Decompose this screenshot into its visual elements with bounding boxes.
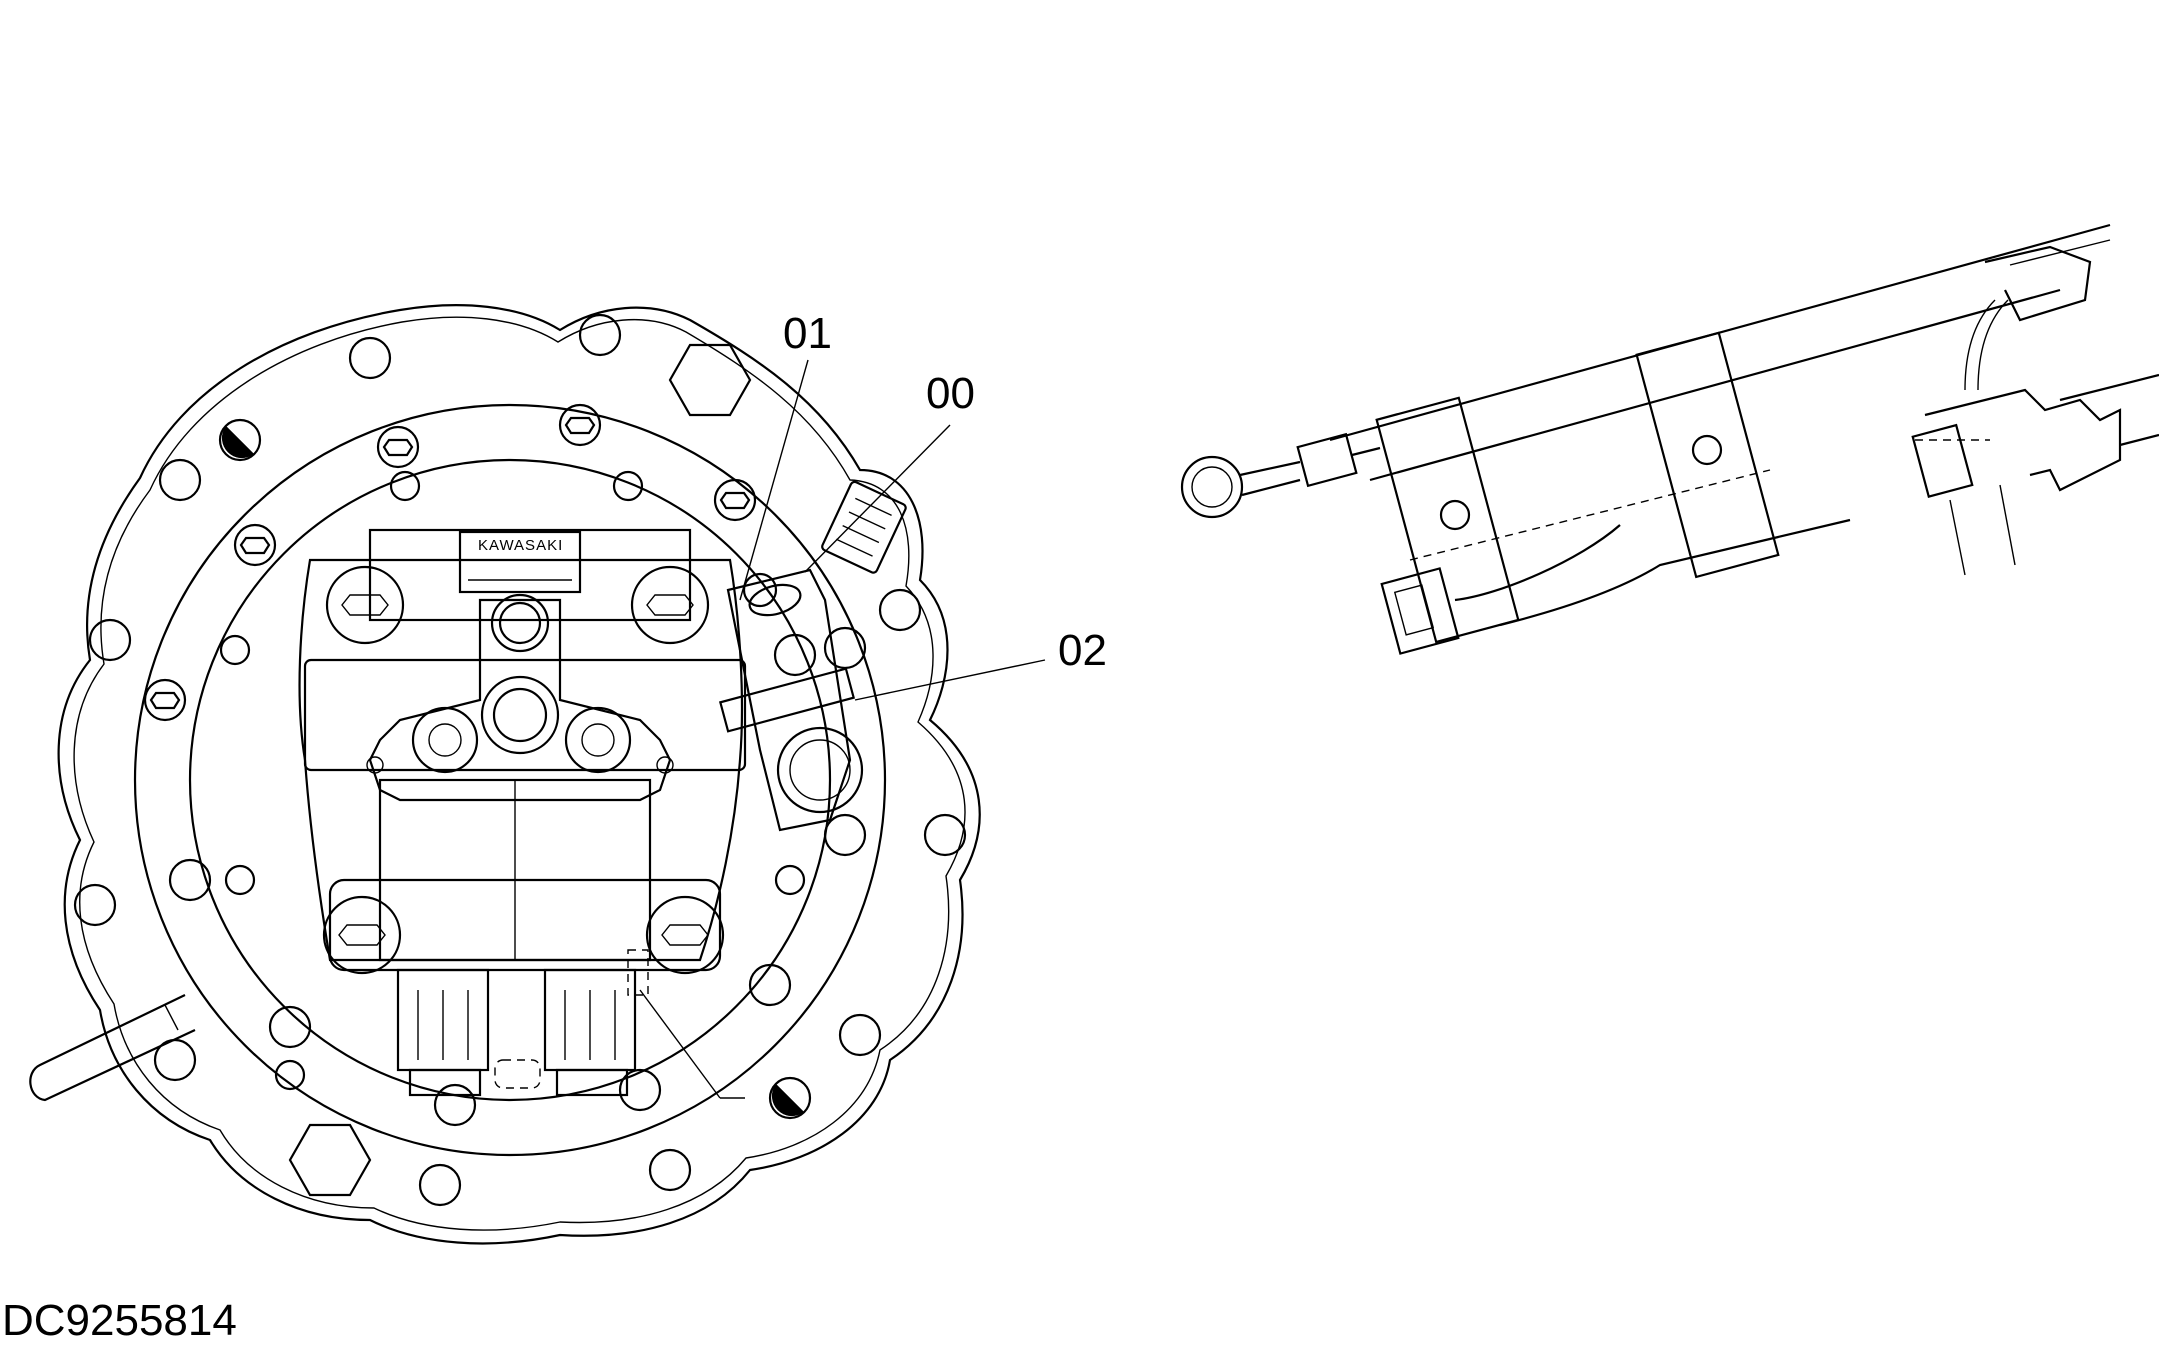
hose-fittings — [396, 949, 649, 1097]
outer-flange-rim — [73, 316, 966, 1231]
inner-ring-outer — [133, 403, 887, 1157]
side-port-left-outer — [411, 706, 479, 774]
hex-nut-bottom — [288, 1123, 372, 1197]
alignment-mark-bottom-right — [768, 1076, 812, 1120]
document-id: DC9255814 — [2, 1296, 237, 1345]
end-fitting — [1380, 567, 1460, 655]
callout-01: 01 — [783, 309, 832, 358]
lower-housing — [328, 878, 722, 972]
top-housing — [368, 528, 692, 622]
motor-body — [298, 558, 744, 962]
main-port-outer — [480, 675, 560, 755]
sleeve-clamp-right — [1635, 331, 1780, 579]
hex-nut-top — [668, 343, 752, 417]
right-mount-bracket — [1911, 245, 2159, 576]
leader-lines — [639, 359, 1046, 1099]
tag-plate — [821, 480, 907, 574]
outer-flange-outline — [57, 304, 981, 1245]
sleeve-clamp-left — [1375, 396, 1520, 644]
cable-bracket — [718, 568, 867, 832]
motor-cap-screws — [322, 565, 725, 975]
center-bracket — [368, 598, 672, 802]
side-port-left-inner — [428, 723, 462, 757]
kawasaki-nameplate: KAWASAKI — [458, 530, 582, 594]
cable-loop — [1180, 455, 1244, 519]
inner-ring-bolts — [143, 403, 867, 1127]
inner-ring-inner — [188, 458, 832, 1102]
side-port-right-outer — [564, 706, 632, 774]
alignment-mark-top-left — [218, 418, 262, 462]
mid-housing-left — [303, 658, 747, 772]
drain-pipe — [29, 994, 196, 1102]
callout-02: 02 — [1058, 626, 1107, 675]
cable-ferrule — [1296, 432, 1358, 488]
flange-holes — [73, 313, 967, 1207]
nameplate-brand: KAWASAKI — [478, 537, 563, 554]
cable-detail — [1180, 223, 2159, 655]
swing-motor-assembly: KAWASAKI — [29, 304, 981, 1245]
center-port-outer — [490, 593, 550, 653]
side-port-right-inner — [581, 723, 615, 757]
main-port-inner — [492, 687, 548, 743]
callout-00: 00 — [926, 369, 975, 418]
center-port-inner — [498, 601, 542, 645]
